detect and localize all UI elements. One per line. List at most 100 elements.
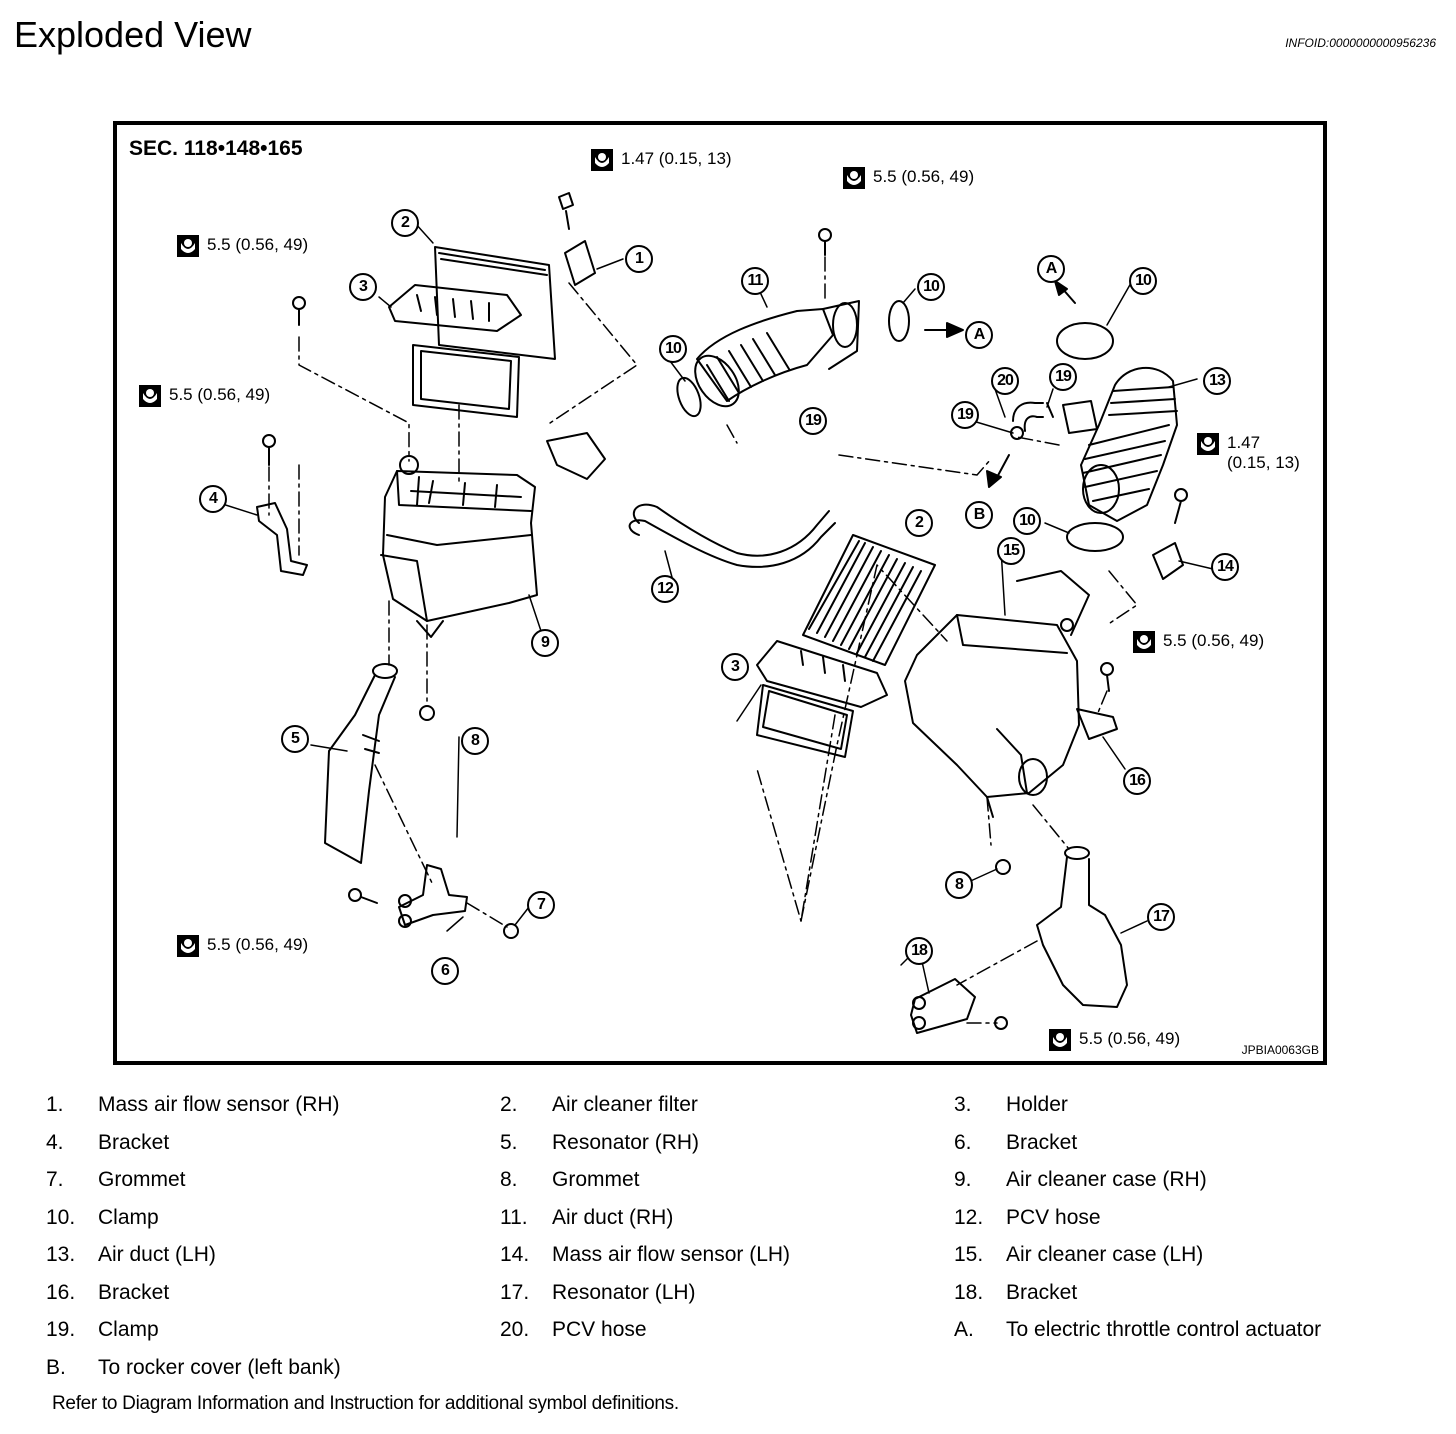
callout-9: 9	[531, 629, 559, 657]
torque-spec: 5.5 (0.56, 49)	[177, 235, 308, 257]
callout-10: 10	[1013, 507, 1041, 535]
callout-12: 12	[651, 575, 679, 603]
legend-item-number: 5.	[500, 1130, 518, 1154]
legend-item-text: Mass air flow sensor (RH)	[98, 1093, 340, 1116]
torque-spec: 1.47 (0.15, 13)	[591, 149, 732, 171]
part-bracket-18	[910, 978, 976, 1034]
legend-item-number: A.	[954, 1318, 974, 1341]
legend-item-number: 19.	[46, 1318, 76, 1341]
legend-item-number: 10.	[46, 1205, 76, 1229]
torque-spec: 5.5 (0.56, 49)	[139, 385, 270, 407]
legend-item-text: PCV hose	[552, 1318, 647, 1341]
legend-item-number: 9.	[954, 1168, 972, 1191]
legend-item-text: Bracket	[1006, 1280, 1078, 1304]
legend-item-number: 17.	[500, 1280, 530, 1304]
legend-item-text: Resonator (LH)	[552, 1280, 696, 1304]
callout-A: A	[1037, 255, 1065, 283]
legend-item-number: 4.	[46, 1130, 64, 1154]
part-pcv-hose-20	[1010, 401, 1054, 440]
legend-item-text: Bracket	[98, 1280, 170, 1304]
legend-item-text: To rocker cover (left bank)	[98, 1355, 341, 1379]
page-title: Exploded View	[14, 14, 252, 55]
tightening-torque-icon	[1133, 631, 1155, 653]
callout-15: 15	[997, 537, 1025, 565]
legend-item-number: 16.	[46, 1280, 76, 1304]
callout-3: 3	[721, 653, 749, 681]
legend-item-number: B.	[46, 1355, 66, 1379]
legend-item-number: 2.	[500, 1093, 518, 1116]
leader-lines	[212, 222, 1214, 994]
legend-item-text: Air cleaner filter	[552, 1093, 698, 1116]
part-clamp	[676, 376, 702, 418]
tightening-torque-icon	[843, 167, 865, 189]
callout-10: 10	[1129, 267, 1157, 295]
legend-item-number: 6.	[954, 1130, 972, 1154]
callout-4: 4	[199, 485, 227, 513]
callout-11: 11	[741, 267, 769, 295]
tightening-torque-icon	[177, 235, 199, 257]
tightening-torque-icon	[1049, 1029, 1071, 1051]
legend-item-text: Air cleaner case (LH)	[1006, 1243, 1204, 1266]
torque-spec: 5.5 (0.56, 49)	[1133, 631, 1264, 653]
legend-item-number: 20.	[500, 1318, 530, 1341]
legend-item-number: 1.	[46, 1093, 64, 1116]
callout-8: 8	[461, 727, 489, 755]
callout-A: A	[965, 321, 993, 349]
fasteners-rh	[262, 228, 832, 939]
legend-item-number: 13.	[46, 1243, 76, 1266]
torque-spec: 5.5 (0.56, 49)	[843, 167, 974, 189]
part-mass-air-flow-sensor-lh	[1152, 488, 1188, 580]
callout-8: 8	[945, 871, 973, 899]
legend-item-text: Grommet	[552, 1168, 640, 1191]
callout-16: 16	[1123, 767, 1151, 795]
callout-10: 10	[659, 335, 687, 363]
parts-illustration	[212, 192, 1214, 1034]
callout-10: 10	[917, 273, 945, 301]
legend-item-text: Bracket	[1006, 1130, 1078, 1154]
part-holder-lh	[756, 640, 888, 758]
assembly-lines	[268, 256, 1138, 1024]
legend-item-number: 8.	[500, 1168, 518, 1191]
part-bracket-6	[398, 864, 468, 928]
legend-item-text: PCV hose	[1006, 1205, 1101, 1229]
tightening-torque-icon	[139, 385, 161, 407]
callout-14: 14	[1211, 553, 1239, 581]
callout-13: 13	[1203, 367, 1231, 395]
callout-3: 3	[349, 273, 377, 301]
part-clamp	[1056, 322, 1114, 360]
fasteners-lh	[994, 618, 1114, 1030]
legend-item-text: Air duct (LH)	[98, 1243, 216, 1266]
part-clamp	[888, 300, 910, 342]
legend-item-text: Holder	[1006, 1093, 1068, 1116]
callout-18: 18	[905, 937, 933, 965]
callout-6: 6	[431, 957, 459, 985]
part-holder-rh	[388, 284, 522, 418]
tightening-torque-icon	[177, 935, 199, 957]
callout-2: 2	[905, 509, 933, 537]
part-air-cleaner-case-lh	[904, 570, 1090, 818]
legend-item-number: 11.	[500, 1205, 528, 1229]
part-resonator-rh	[324, 663, 398, 864]
torque-spec: 1.47 (0.15, 13)	[1197, 433, 1300, 473]
legend-item-number: 18.	[954, 1280, 984, 1304]
callout-19: 19	[951, 401, 979, 429]
torque-spec: 5.5 (0.56, 49)	[1049, 1029, 1180, 1051]
part-air-duct-rh	[694, 300, 860, 408]
callout-19: 19	[799, 407, 827, 435]
tightening-torque-icon	[1197, 433, 1219, 455]
callout-19: 19	[1049, 363, 1077, 391]
figure-reference-code: JPBIA0063GB	[1241, 1043, 1319, 1057]
part-bracket-16	[1076, 708, 1118, 740]
info-id: INFOID:0000000000956236	[1285, 36, 1436, 50]
callout-B: B	[965, 501, 993, 529]
callout-7: 7	[527, 891, 555, 919]
legend-item-number: 7.	[46, 1168, 64, 1191]
legend-item-text: Clamp	[98, 1205, 159, 1229]
legend-item-text: Bracket	[98, 1130, 170, 1154]
part-mass-air-flow-sensor-rh	[558, 192, 596, 286]
part-bracket-4	[256, 502, 308, 576]
section-label: SEC. 118•148•165	[129, 137, 303, 160]
legend-item-text: Grommet	[98, 1168, 186, 1191]
legend-item-number: 12.	[954, 1205, 984, 1229]
part-resonator-lh	[1036, 846, 1128, 1008]
